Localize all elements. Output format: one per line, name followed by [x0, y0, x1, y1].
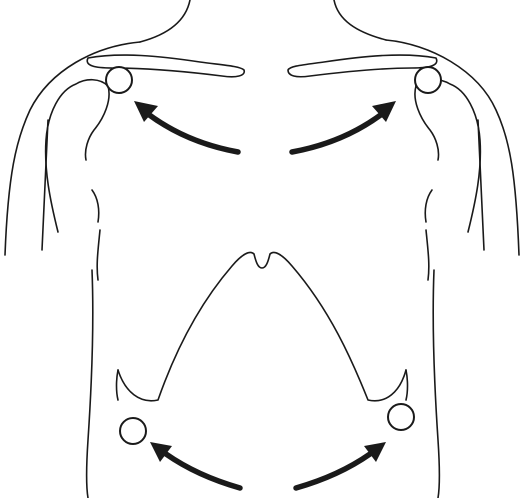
costal-margin-left-tail [117, 370, 119, 400]
left-arm-inner-outline [42, 120, 48, 250]
left-humerus-inner [85, 86, 109, 160]
right-humerus-inner [415, 86, 439, 160]
costal-margin-right-tail [406, 370, 408, 400]
marker-right-lower-rib [120, 418, 146, 444]
right-clavicle [288, 55, 437, 77]
arrow-to-right-shoulder [148, 114, 238, 152]
right-arm-inner-outline [478, 120, 484, 250]
marker-right-shoulder [106, 67, 132, 93]
right-trunk-inner [426, 230, 429, 280]
arrow-to-right-lower-rib [166, 454, 240, 488]
left-trunk-side [87, 270, 93, 498]
marker-left-shoulder [415, 67, 441, 93]
neck-left-outline [140, 0, 190, 42]
neck-right-outline [334, 0, 386, 40]
right-shoulder-outline [386, 40, 519, 255]
costal-margin [118, 253, 406, 401]
arrow-to-left-shoulder [292, 114, 382, 152]
right-trunk-side [433, 270, 439, 498]
right-axilla-contour [425, 190, 432, 222]
left-trunk-inner [97, 230, 100, 280]
left-axilla-contour [92, 190, 99, 222]
marker-left-lower-rib [388, 404, 414, 430]
arrow-to-left-lower-rib [296, 454, 370, 488]
